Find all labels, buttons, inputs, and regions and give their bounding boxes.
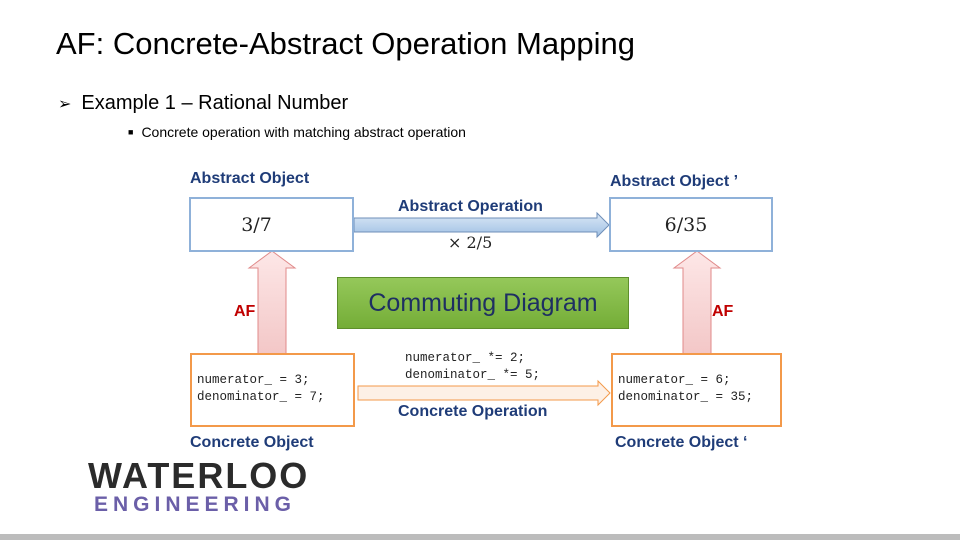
bottom-bar	[0, 534, 960, 540]
bullet-level2-text: Concrete operation with matching abstrac…	[141, 124, 466, 140]
af-left-arrow	[247, 250, 297, 355]
concrete-object-prime-box: numerator_ = 6; denominator_ = 35;	[611, 353, 782, 427]
af-right-arrow	[672, 250, 722, 355]
abstract-value-right: 6/35	[664, 213, 708, 236]
waterloo-engineering-logo: WATERLOO ENGINEERING	[88, 458, 309, 516]
logo-line2: ENGINEERING	[94, 493, 297, 516]
abstract-operation-expression: × 2/5	[448, 233, 493, 252]
square-bullet-icon: ■	[128, 127, 134, 137]
logo-line1: WATERLOO	[88, 455, 310, 496]
commuting-diagram-label: Commuting Diagram	[337, 277, 629, 329]
abstract-object-box: 3/7	[189, 197, 354, 252]
concrete-operation-arrow	[357, 379, 611, 407]
abstract-operation-arrow	[353, 211, 610, 239]
concrete-object-prime-label: Concrete Object ‘	[615, 434, 748, 451]
concrete-operation-label: Concrete Operation	[398, 403, 548, 420]
af-left-label: AF	[234, 303, 256, 320]
concrete-operation-code: numerator_ *= 2; denominator_ *= 5;	[405, 351, 541, 382]
concrete-object-label: Concrete Object	[190, 434, 314, 451]
abstract-object-prime-box: 6/35	[609, 197, 773, 252]
slide-title: AF: Concrete-Abstract Operation Mapping	[56, 26, 635, 61]
arrow-bullet-icon: ➢	[58, 94, 72, 113]
bullet-level1-text: Example 1 – Rational Number	[81, 92, 349, 114]
af-right-label: AF	[712, 303, 734, 320]
abstract-object-prime-label: Abstract Object ’	[610, 173, 739, 190]
abstract-object-label: Abstract Object	[190, 170, 310, 187]
abstract-value-left: 3/7	[241, 213, 272, 236]
abstract-operation-label: Abstract Operation	[398, 198, 543, 215]
bullet-level2: ■ Concrete operation with matching abstra…	[128, 124, 466, 140]
concrete-object-box: numerator_ = 3; denominator_ = 7;	[190, 353, 355, 427]
bullet-level1: ➢ Example 1 – Rational Number	[58, 92, 348, 115]
